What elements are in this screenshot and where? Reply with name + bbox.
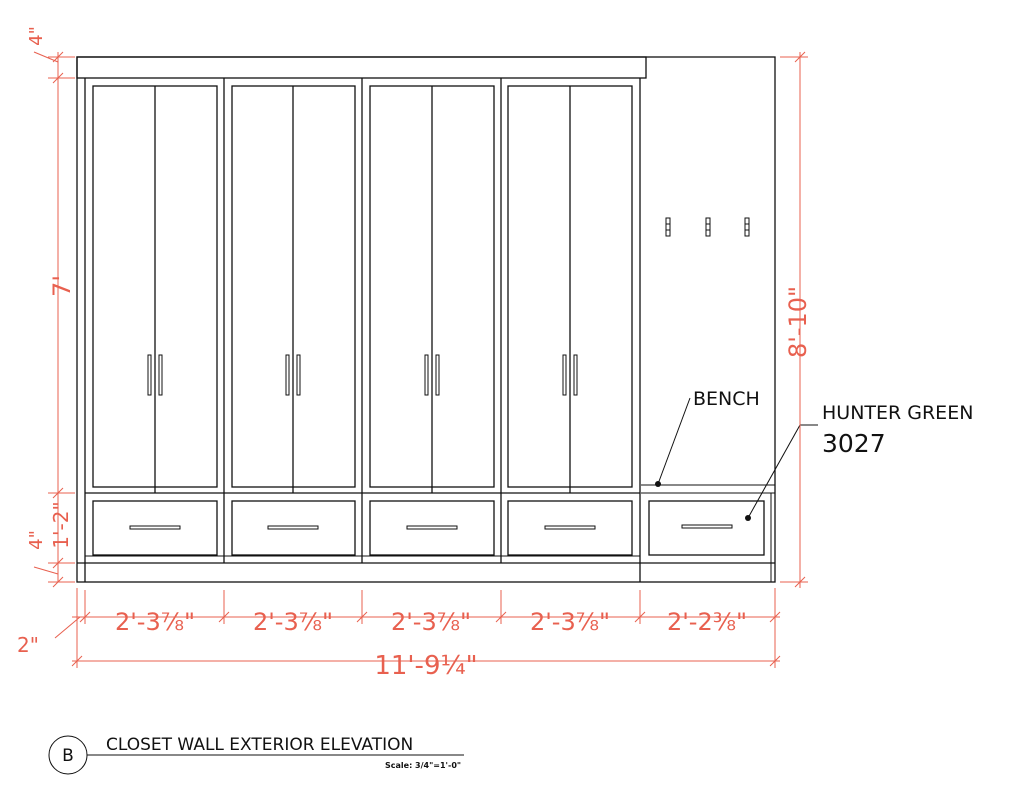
cabinet-outline [76,56,776,583]
coat-hooks [665,217,750,237]
door-bay-2 [231,85,356,493]
dim-door-height: 7' [48,275,76,297]
drawing-scale: Scale: 3/4"=1'-0" [385,761,461,770]
dim-top-trim: 4" [26,26,47,46]
door-bay-3 [369,85,495,493]
dim-bay-4: 2'-3⅞" [530,608,610,636]
dim-side-trim: 2" [17,633,39,657]
dim-total-width: 11'-9¼" [374,651,477,681]
title-block [48,735,464,775]
bench-leader [655,397,691,487]
dim-total-height: 8'-10" [784,286,812,358]
view-marker: B [62,746,74,766]
color-name-label: HUNTER GREEN [822,402,973,424]
door-bay-4 [507,85,633,493]
color-code-label: 3027 [822,429,886,458]
bench-label: BENCH [693,388,760,410]
bay-dividers [223,78,502,563]
door-bay-1 [92,85,218,493]
dim-base-height: 4" [26,530,47,550]
dim-drawer-height: 1'-2" [49,501,73,548]
dim-bench-bay: 2'-2⅜" [667,608,747,636]
bottom-dimension-lines [54,588,781,668]
drawers [92,500,765,556]
dim-bay-2: 2'-3⅞" [253,608,333,636]
drawing-title: CLOSET WALL EXTERIOR ELEVATION [106,735,413,755]
dim-bay-1: 2'-3⅞" [115,608,195,636]
left-dimension-lines [33,51,75,588]
right-dimension-line [780,51,808,588]
dim-bay-3: 2'-3⅞" [391,608,471,636]
color-leader [745,424,818,521]
